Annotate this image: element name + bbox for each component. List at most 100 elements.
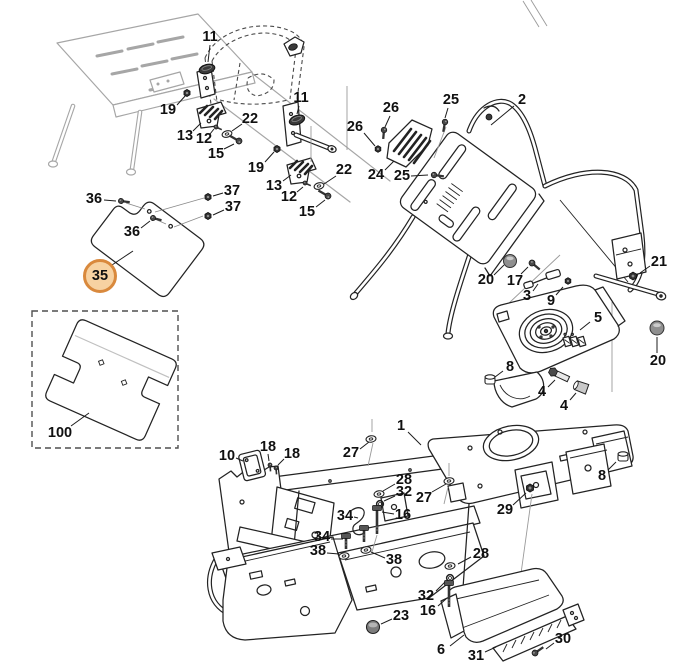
part-label-35-16[interactable]: 35 <box>92 268 108 284</box>
part-label-24-22[interactable]: 24 <box>368 167 384 183</box>
part-label-10-35[interactable]: 10 <box>219 448 235 464</box>
part-label-37-12[interactable]: 37 <box>224 183 240 199</box>
leader-line-32 <box>435 581 446 592</box>
washer-icon-38-left <box>338 552 350 560</box>
part-label-36-14[interactable]: 36 <box>86 191 102 207</box>
part-label-18-36[interactable]: 18 <box>260 439 276 455</box>
leader-line-1 <box>407 431 422 446</box>
leader-line-37 <box>212 209 225 216</box>
part-label-36-15[interactable]: 36 <box>124 224 140 240</box>
part-label-20-30[interactable]: 20 <box>650 353 666 369</box>
part-label-37-13[interactable]: 37 <box>225 199 241 215</box>
screw-icon-15-left <box>228 134 243 145</box>
part-label-6-53[interactable]: 6 <box>437 642 445 658</box>
part-label-27-41[interactable]: 27 <box>416 490 432 506</box>
part-label-21-28[interactable]: 21 <box>651 254 667 270</box>
part-label-19-7[interactable]: 19 <box>248 160 264 176</box>
leader-line-4 <box>569 392 577 401</box>
leader-line-11 <box>207 44 211 63</box>
part-label-13-8[interactable]: 13 <box>266 178 282 194</box>
leader-line-38 <box>370 551 386 559</box>
leader-line-22 <box>231 123 243 132</box>
leader-line-12 <box>209 128 215 135</box>
part-label-9-27[interactable]: 9 <box>547 293 555 309</box>
bolt-icon-16-bottom <box>444 580 454 607</box>
skid-pan-assembly <box>440 567 585 662</box>
leader-line-22 <box>323 175 337 185</box>
part-label-25-23[interactable]: 25 <box>394 168 410 184</box>
cover-panel-35[interactable] <box>89 186 207 299</box>
part-label-18-37[interactable]: 18 <box>284 446 300 462</box>
part-label-26-19[interactable]: 26 <box>347 119 363 135</box>
part-label-8-31[interactable]: 8 <box>506 359 514 375</box>
part-label-100-17[interactable]: 100 <box>48 425 72 441</box>
bolt-icon-34-a <box>341 533 351 549</box>
leader-line-20 <box>493 264 505 276</box>
part-label-17-25[interactable]: 17 <box>507 273 523 289</box>
part-label-15-11[interactable]: 15 <box>299 204 315 220</box>
part-label-29-51[interactable]: 29 <box>497 502 513 518</box>
part-label-28-50[interactable]: 28 <box>473 546 489 562</box>
leader-line-35 <box>111 250 134 266</box>
part-label-38-45[interactable]: 38 <box>310 543 326 559</box>
part-label-13-2[interactable]: 13 <box>177 128 193 144</box>
part-label-22-10[interactable]: 22 <box>336 162 352 178</box>
part-label-31-54[interactable]: 31 <box>468 648 484 664</box>
part-label-5-29[interactable]: 5 <box>594 310 602 326</box>
part-label-11-0[interactable]: 11 <box>202 29 217 45</box>
washer-icon-28-bottom <box>444 562 456 570</box>
part-label-1-34[interactable]: 1 <box>397 418 405 434</box>
part-label-12-3[interactable]: 12 <box>196 131 212 147</box>
part-label-27-38[interactable]: 27 <box>343 445 359 461</box>
part-label-23-47[interactable]: 23 <box>393 608 409 624</box>
spacer-icon-4-rear <box>572 380 590 395</box>
part-label-34-43[interactable]: 34 <box>337 508 353 524</box>
hardware-symbols <box>118 63 665 657</box>
leader-line-25 <box>410 174 429 177</box>
leader-line-32 <box>383 495 396 502</box>
part-label-34-44[interactable]: 34 <box>314 529 330 545</box>
part-label-28-39[interactable]: 28 <box>396 472 412 488</box>
main-frame-part-1 <box>207 371 634 641</box>
plug-icon-23 <box>365 619 381 635</box>
part-label-25-20[interactable]: 25 <box>443 92 459 108</box>
part-label-12-9[interactable]: 12 <box>281 189 297 205</box>
part-label-2-21[interactable]: 2 <box>518 92 526 108</box>
nut-icon-9 <box>564 277 572 285</box>
part-label-4-32[interactable]: 4 <box>538 384 546 400</box>
leader-line-15 <box>223 143 235 150</box>
leader-line-12 <box>296 186 304 193</box>
part-label-22-4[interactable]: 22 <box>242 111 258 127</box>
bolt-icon-16-top <box>372 505 382 534</box>
leader-line-36 <box>103 199 117 202</box>
part-label-32-40[interactable]: 32 <box>396 484 412 500</box>
phantom-support-frame <box>196 25 348 185</box>
leader-line-37 <box>212 192 224 197</box>
leader-line-8 <box>494 370 504 378</box>
part-label-20-24[interactable]: 20 <box>478 272 494 288</box>
part-label-32-48[interactable]: 32 <box>418 588 434 604</box>
support-bracket-8 <box>493 371 545 408</box>
floor-panel-100[interactable] <box>44 318 178 442</box>
screw-icon-26-top <box>380 126 388 140</box>
screw-icon-15-right <box>317 189 332 200</box>
cap-nut-icon-20-left <box>503 254 517 268</box>
part-label-26-18[interactable]: 26 <box>383 100 399 116</box>
part-label-11-6[interactable]: 11 <box>293 90 308 106</box>
part-label-19-1[interactable]: 19 <box>160 102 176 118</box>
leader-line-9 <box>555 286 564 296</box>
part-label-8-52[interactable]: 8 <box>598 468 606 484</box>
part-label-3-26[interactable]: 3 <box>523 288 531 304</box>
pin-icon-18-b <box>273 465 279 475</box>
part-label-4-33[interactable]: 4 <box>560 398 568 414</box>
part-label-38-46[interactable]: 38 <box>386 552 402 568</box>
part-label-15-5[interactable]: 15 <box>208 146 224 162</box>
leader-line-23 <box>380 618 393 625</box>
part-label-16-49[interactable]: 16 <box>420 603 436 619</box>
part-label-16-42[interactable]: 16 <box>395 507 411 523</box>
washer-icon-38-right <box>360 546 372 554</box>
part-label-30-55[interactable]: 30 <box>555 631 571 647</box>
nut-icon-19-right <box>273 145 281 153</box>
